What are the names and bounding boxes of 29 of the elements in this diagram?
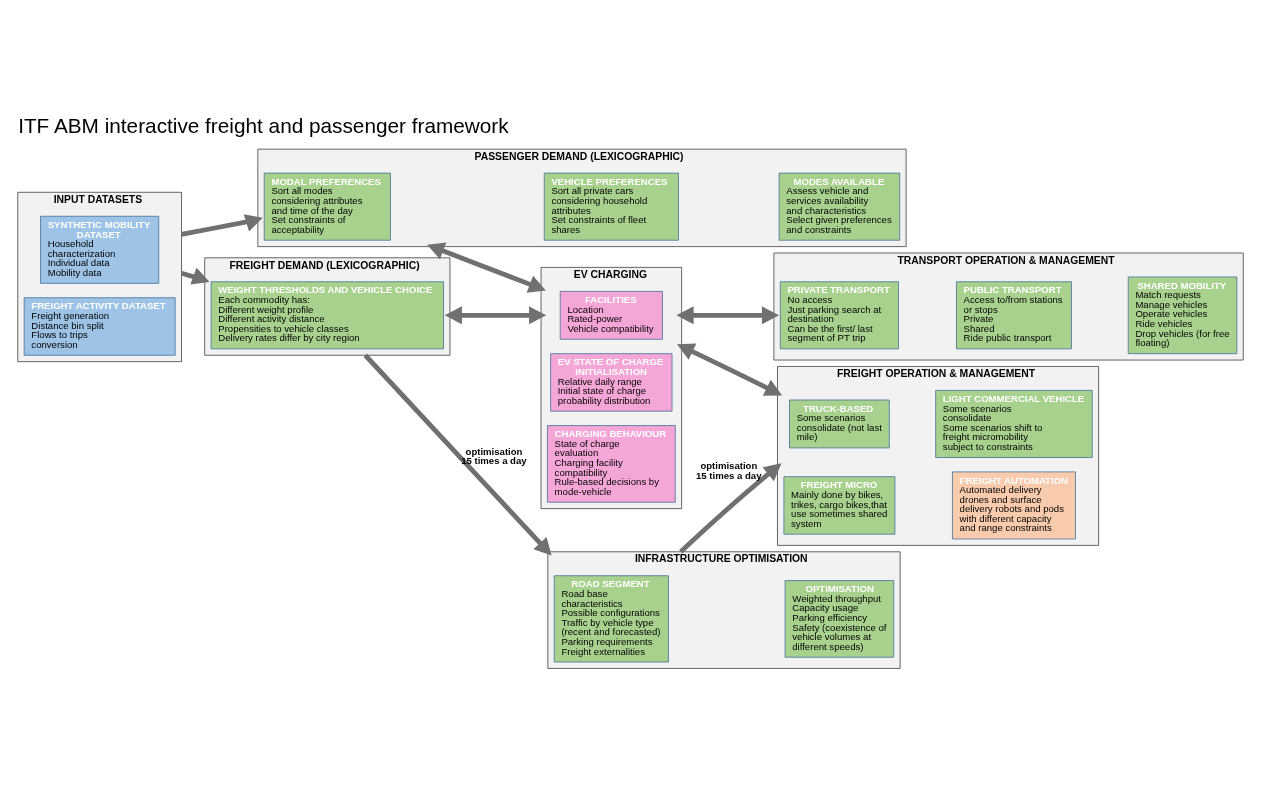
node-box: FACILITIES Location Rated-power Vehicle compatibility bbox=[559, 290, 663, 340]
arrow bbox=[679, 463, 782, 554]
node-box: CHARGING BEHAVIOUR State of charge evaluation Charging facility compatibility Rule-based decisions by mode-vehicle bbox=[547, 425, 676, 503]
node-box: SYNTHETIC MOBILITY DATASET Household characterization Individual data Mobility data bbox=[40, 215, 160, 284]
node-box: PUBLIC TRANSPORT Access to/from stations or stops Private Shared Ride public transport bbox=[956, 281, 1072, 350]
edge-label: optimisation 15 times a day bbox=[461, 445, 527, 467]
arrow bbox=[427, 242, 546, 293]
arrow bbox=[676, 343, 783, 396]
node-box: MODAL PREFERENCES Sort all modes considering attributes and time of the day Set constraints of acceptability bbox=[263, 172, 391, 241]
node-box: LIGHT COMMERCIAL VEHICLE Some scenarios consolidate Some scenarios shift to freight micromobility subject to constraints bbox=[935, 390, 1093, 458]
node-box: FREIGHT ACTIVITY DATASET Freight generation Distance bin split Flows to trips conversion bbox=[23, 297, 176, 356]
edge-label: optimisation 15 times a day bbox=[696, 460, 762, 481]
node-box: WEIGHT THRESHOLDS AND VEHICLE CHOICE Each commodity has: Different weight profile Different activity distance Propensities to vehicle classes Delivery rates differ by city region bbox=[210, 281, 444, 350]
node-box: PRIVATE TRANSPORT No access Just parking search at destination Can be the first/ last segment of PT trip bbox=[779, 281, 899, 350]
node-box: FREIGHT MICRO Mainly done by bikes, trikes, cargo bikes,that use sometimes shared system bbox=[783, 476, 896, 535]
node-box: ROAD SEGMENT Road base characteristics Possible configurations Traffic by vehicle type (recent and forecasted) Parking requirements Freight externalities bbox=[553, 575, 669, 663]
node-box: SHARED MOBILITY Match requests Manage vehicles Operate vehicles Ride vehicles Drop vehicles (for free floating) bbox=[1127, 276, 1238, 355]
node-box: FREIGHT AUTOMATION Automated delivery drones and surface delivery robots and pods with different capacity and range constraints bbox=[952, 471, 1076, 540]
node-box: OPTIMISATION Weighted throughput Capacity usage Parking efficiency Safety (coexistence of vehicle volumes at different speeds) bbox=[784, 580, 895, 658]
arrow bbox=[181, 214, 263, 237]
arrow bbox=[676, 306, 780, 325]
node-box: VEHICLE PREFERENCES Sort all private cars considering household attributes Set constraints of fleet shares bbox=[543, 172, 679, 241]
diagram-title: ITF ABM interactive freight and passenger framework bbox=[18, 114, 509, 138]
arrow bbox=[363, 353, 552, 556]
node-box: EV STATE OF CHARGE INITIALISATION Relative daily range Initial state of charge probability distribution bbox=[550, 353, 673, 412]
node-box: MODES AVAILABLE Assess vehicle and services availability and characteristics Select given preferences and constraints bbox=[778, 172, 901, 241]
node-box: TRUCK-BASED Some scenarios consolidate (not last mile) bbox=[789, 399, 890, 449]
arrow bbox=[180, 267, 210, 285]
arrow bbox=[444, 306, 547, 325]
